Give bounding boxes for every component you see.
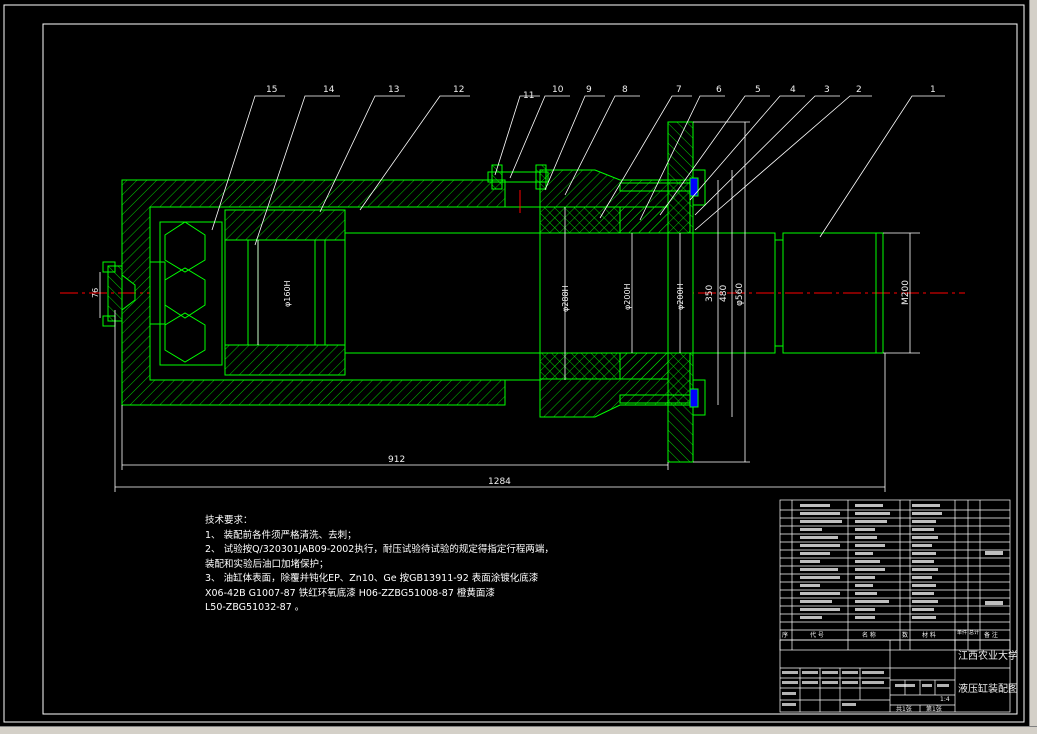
balloon-13: 13 — [388, 85, 399, 95]
title-block-filler — [782, 671, 949, 706]
bom-col-note: 备 注 — [984, 631, 998, 639]
scale-value: 1:4 — [940, 696, 950, 703]
balloon-6: 6 — [716, 85, 722, 95]
notes-line-4: 3、 油缸体表面，除覆并钝化EP、Zn10、Ge 按GB13911-92 表面涂… — [205, 573, 539, 584]
balloon-9: 9 — [586, 85, 592, 95]
notes-line-1: 1、 装配前各件须严格清洗、去刺； — [205, 529, 357, 541]
bom-table — [779, 499, 1011, 651]
notes-line-3: 装配和实验后油口加堵保护； — [205, 558, 329, 570]
bom-col-total: 总计 — [969, 629, 979, 636]
dim-phi200b: φ200H — [676, 283, 685, 310]
leader-lines — [211, 95, 945, 246]
dim-m200: M200 — [901, 280, 911, 305]
notes-line-2: 2、 试验按Q/320301JAB09-2002执行，耐压试验待试验的规定得指定… — [205, 544, 554, 555]
sheet-total: 共1张 — [896, 705, 912, 713]
outer-frame — [3, 4, 1025, 723]
balloon-2: 2 — [856, 85, 862, 95]
balloon-7: 7 — [676, 85, 682, 95]
title-block — [779, 639, 1011, 713]
horizontal-scrollbar[interactable] — [0, 726, 1037, 734]
balloon-10: 10 — [552, 85, 564, 95]
flange-bolts — [619, 177, 699, 408]
rear-port — [102, 261, 123, 327]
vertical-scrollbar[interactable] — [1029, 0, 1037, 726]
dim-350: 350 — [705, 285, 715, 302]
end-flange — [667, 121, 706, 463]
balloon-5: 5 — [755, 85, 761, 95]
bom-col-code: 代 号 — [810, 631, 824, 639]
dimension-texts: 912 1284 76 φ160H φ288H φ200H φ200H 350 … — [91, 280, 911, 487]
bom-col-name: 名 称 — [862, 631, 876, 639]
piston — [224, 209, 346, 376]
dim-76: 76 — [91, 288, 100, 298]
dim-phi200a: φ200H — [623, 283, 632, 310]
bom-filler — [800, 504, 1003, 619]
bom-col-unit: 单件 — [957, 629, 967, 636]
piston-rod — [344, 232, 884, 354]
bom-col-mat: 材 料 — [922, 631, 936, 639]
drawing-name: 液压缸装配图 — [958, 682, 1018, 695]
dim-480: 480 — [719, 285, 729, 302]
notes-title: 技术要求： — [205, 515, 253, 526]
bom-col-seq: 序 — [782, 631, 788, 639]
notes-line-6: L50-ZBG51032-87 。 — [205, 602, 305, 613]
notes-line-5: X06-42B G1007-87 铁红环氧底漆 H06-ZZBG51008-87… — [205, 587, 495, 599]
sheet-no: 第1张 — [926, 705, 942, 713]
dim-phi560: φ560 — [735, 283, 745, 306]
inner-frame — [42, 23, 1018, 715]
balloon-12: 12 — [453, 85, 464, 95]
bom-header: 序 代 号 名 称 数 材 料 单件 总计 备 注 — [782, 629, 998, 639]
dim-1284: 1284 — [488, 477, 511, 487]
dimension-lines — [99, 121, 920, 492]
balloon-1: 1 — [930, 85, 936, 95]
dim-912: 912 — [388, 455, 405, 465]
balloon-4: 4 — [790, 85, 796, 95]
guide-sleeve — [539, 206, 669, 380]
dim-phi288: φ288H — [561, 285, 570, 312]
technical-notes: 技术要求： 1、 装配前各件须严格清洗、去刺； 2、 试验按Q/320301JA… — [205, 514, 575, 616]
top-port — [487, 164, 549, 213]
dim-phi160: φ160H — [283, 280, 292, 307]
bom-col-qty: 数 — [902, 631, 908, 639]
balloon-15: 15 — [266, 85, 277, 95]
balloon-3: 3 — [824, 85, 830, 95]
school-name: 江西农业大学 — [958, 649, 1018, 662]
piston-nut — [149, 221, 223, 366]
balloon-11: 11 — [523, 91, 534, 101]
balloon-8: 8 — [622, 85, 628, 95]
balloon-14: 14 — [323, 85, 335, 95]
balloon-labels: 15 14 13 12 11 10 9 8 7 6 5 4 3 2 1 — [266, 85, 936, 101]
